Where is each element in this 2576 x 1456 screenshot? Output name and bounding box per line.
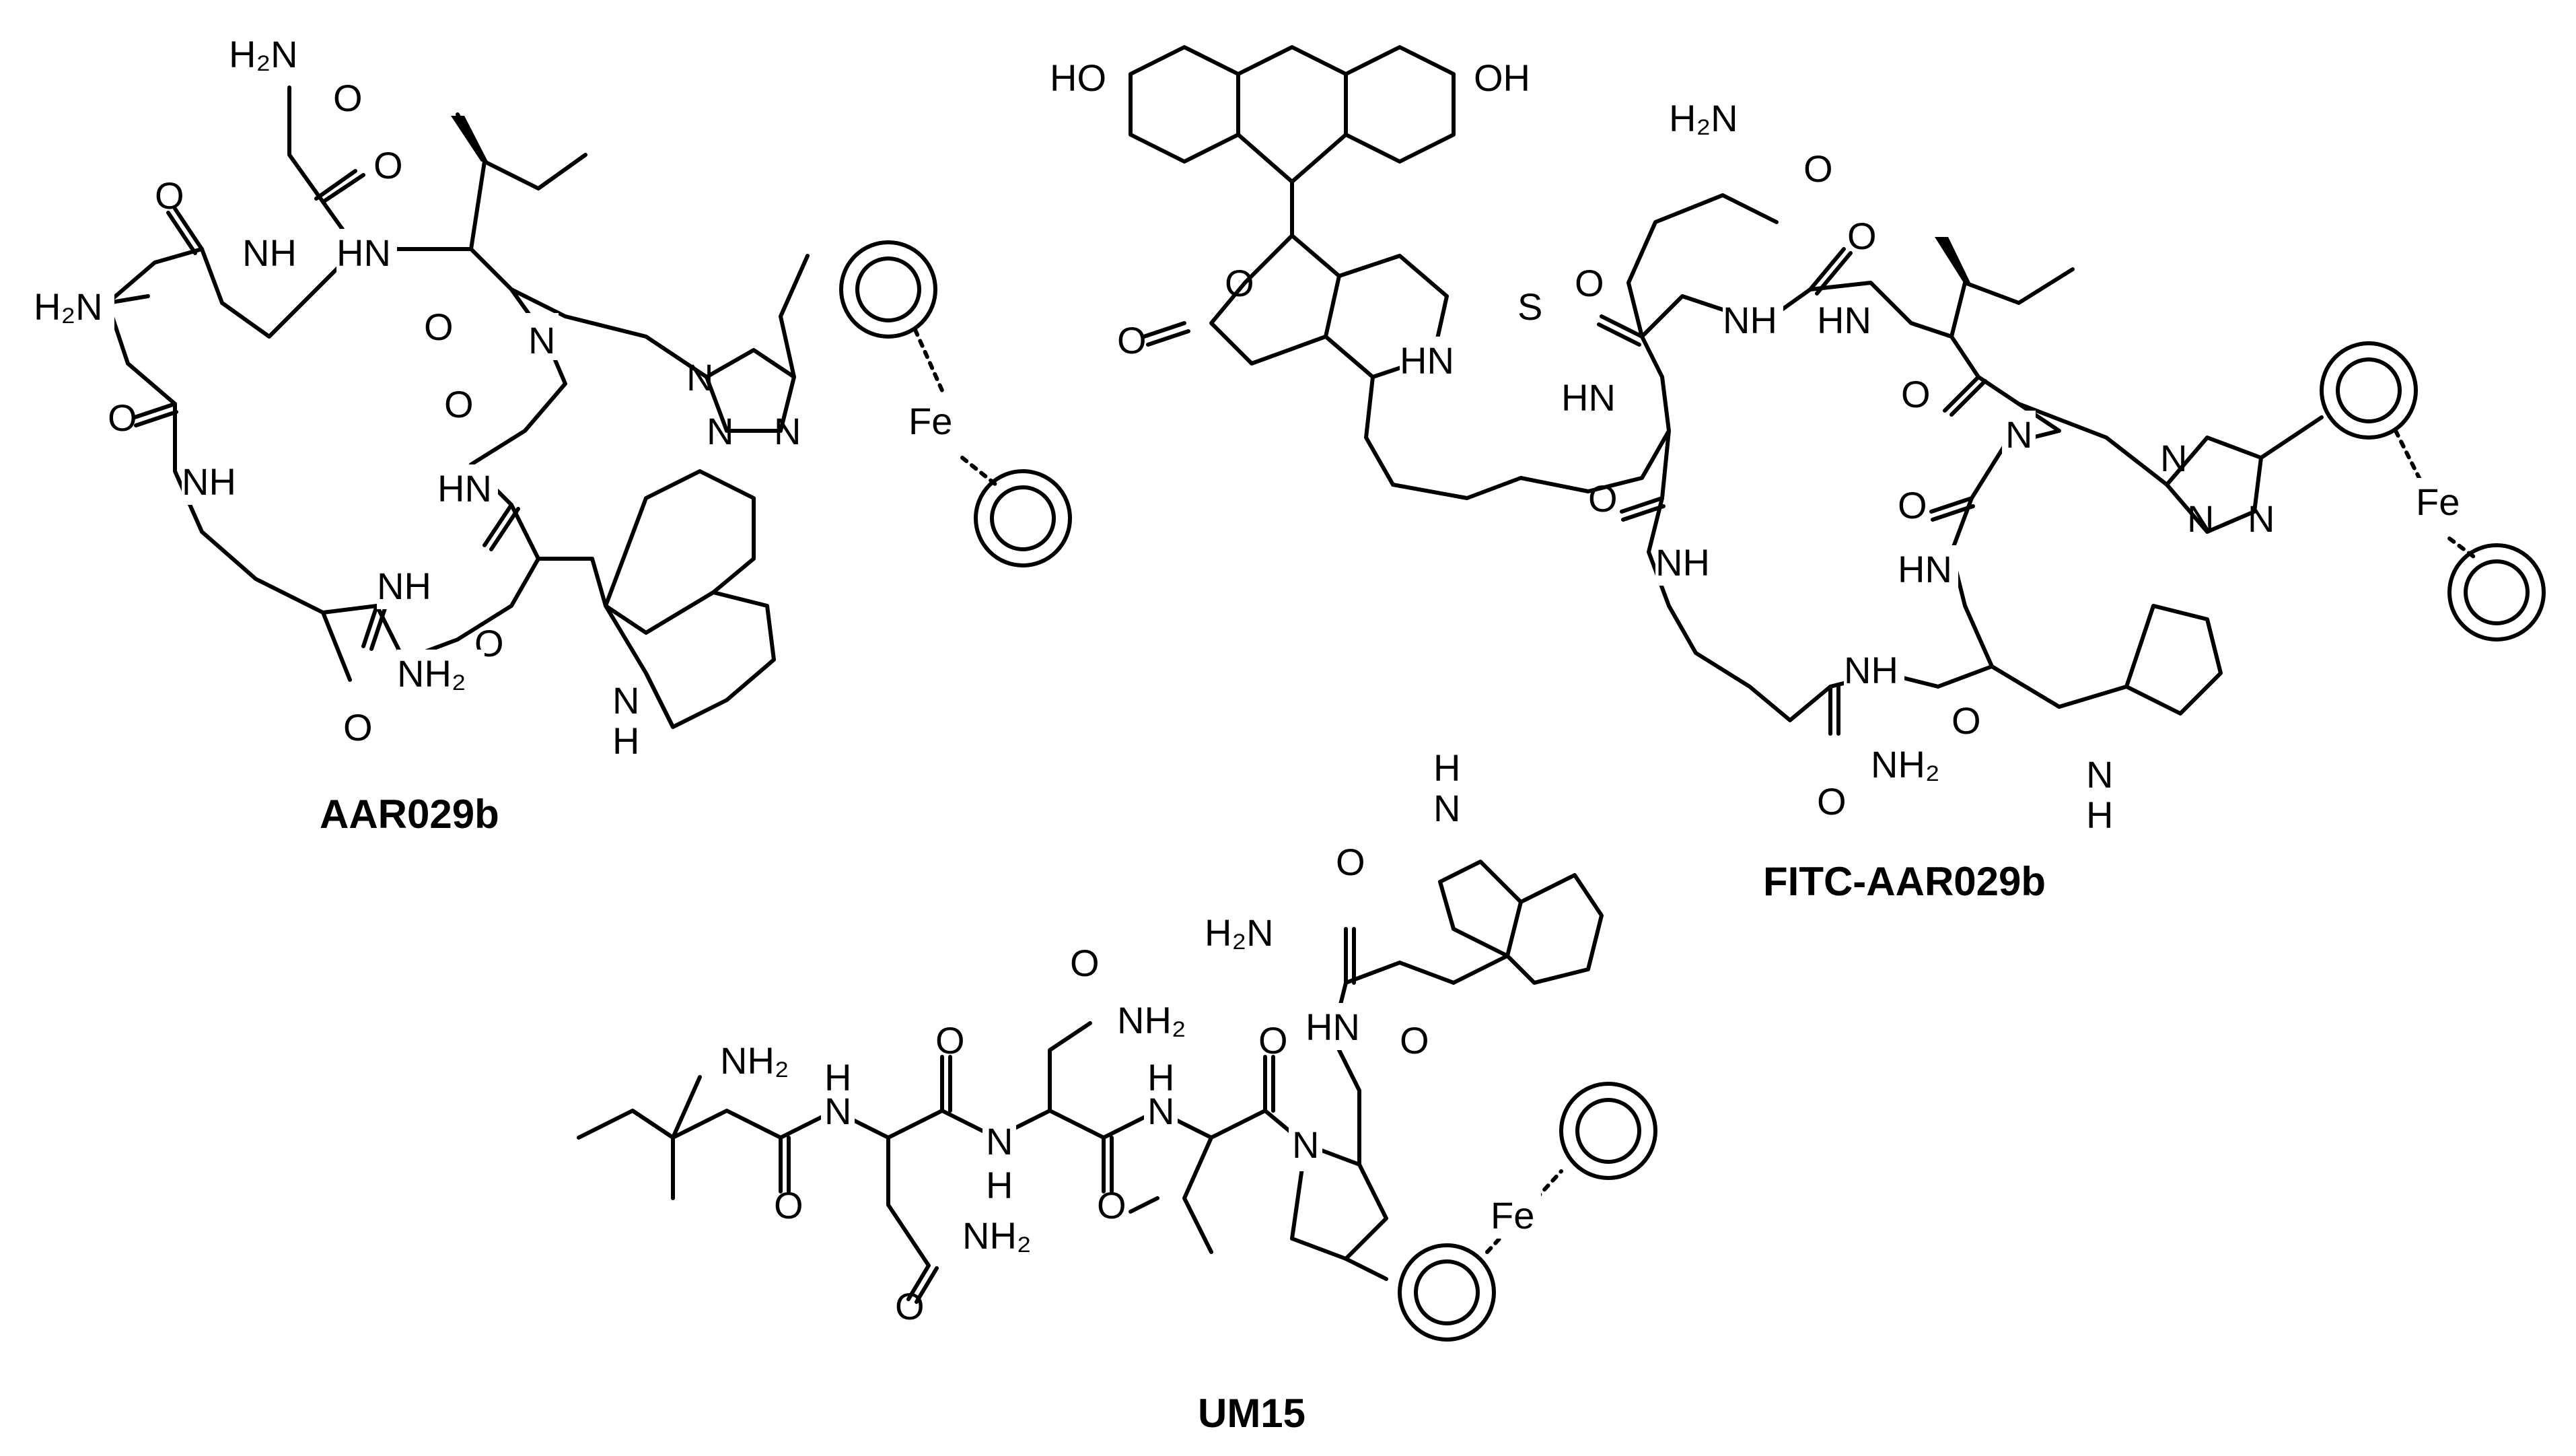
atom-label: O bbox=[1117, 319, 1147, 361]
atom-label: NH₂ bbox=[1117, 999, 1186, 1041]
atom-label: NH bbox=[182, 460, 236, 503]
atom-label: NH₂ bbox=[397, 652, 466, 695]
atom-label: NH bbox=[1844, 649, 1898, 691]
atom-label: N bbox=[2248, 497, 2275, 540]
wedge-bond bbox=[1935, 237, 1970, 283]
atom-label: H bbox=[612, 720, 639, 762]
atom-label: N bbox=[2160, 437, 2187, 479]
atom-label: H₂N bbox=[1669, 97, 1738, 139]
atom-label: O bbox=[1803, 147, 1833, 190]
atom-label: Fe bbox=[1491, 1194, 1534, 1237]
atom-label: N bbox=[1433, 787, 1460, 829]
atom-label: NH bbox=[1723, 299, 1777, 341]
atom-label: O bbox=[935, 1019, 965, 1062]
atom-label: O bbox=[1817, 780, 1847, 823]
atom-label: S bbox=[1517, 285, 1542, 328]
atom-label: N bbox=[707, 410, 734, 452]
atom-label: O bbox=[424, 306, 454, 348]
atom-label: NH bbox=[1655, 541, 1710, 584]
structure-fitc-aar029b: HO OH H₂N O O O S O O NH HN HN O HN N N … bbox=[1050, 45, 2546, 904]
atom-label: HN bbox=[336, 232, 391, 274]
atom-label: H₂N bbox=[34, 285, 103, 328]
atom-label: O bbox=[1575, 262, 1604, 304]
atom-label: N bbox=[528, 319, 555, 361]
atom-label: O bbox=[1952, 699, 1981, 742]
atom-label: N bbox=[2187, 497, 2214, 540]
atom-label: O bbox=[895, 1285, 925, 1327]
atom-label: OH bbox=[1474, 57, 1530, 99]
atom-label: HN bbox=[1898, 548, 1952, 590]
atom-label: H bbox=[2086, 794, 2113, 836]
atom-label: O bbox=[774, 1184, 803, 1226]
atom-label: H₂N bbox=[229, 33, 298, 75]
atom-label: N bbox=[2005, 413, 2032, 456]
structure-um15: NH₂ O NH₂ O O N H N H N H N O O NH₂ O H₂… bbox=[577, 747, 1657, 1436]
atom-label: N bbox=[612, 679, 639, 722]
atom-label: NH₂ bbox=[1871, 743, 1940, 786]
atom-label: O bbox=[1588, 477, 1618, 520]
compound-caption: FITC-AAR029b bbox=[1763, 859, 2046, 904]
atom-label: O bbox=[1400, 1019, 1429, 1062]
atom-label: H bbox=[824, 1056, 851, 1099]
atom-label: HN bbox=[1817, 299, 1871, 341]
atom-label: O bbox=[444, 383, 474, 425]
atom-label: O bbox=[1901, 373, 1931, 415]
atom-label: O bbox=[333, 77, 363, 119]
atom-label: HO bbox=[1050, 57, 1106, 99]
atom-label: O bbox=[1258, 1019, 1288, 1062]
atom-label: N bbox=[774, 410, 801, 452]
atom-label: NH₂ bbox=[962, 1214, 1032, 1257]
compound-caption: UM15 bbox=[1198, 1391, 1305, 1436]
atom-label: O bbox=[1225, 262, 1254, 304]
atom-label: O bbox=[343, 706, 373, 749]
atom-label: NH₂ bbox=[720, 1039, 789, 1082]
structure-aar029b: H₂N O O O NH HN H₂N O N N N N O O Fe NH … bbox=[27, 27, 1072, 837]
atom-label: N bbox=[986, 1120, 1013, 1163]
atom-label: O bbox=[1097, 1184, 1126, 1226]
atom-label: Fe bbox=[2416, 481, 2460, 523]
atom-label: O bbox=[373, 144, 403, 186]
atom-label: N bbox=[1147, 1090, 1174, 1132]
atom-label: N bbox=[824, 1090, 851, 1132]
atom-label: O bbox=[1070, 942, 1100, 984]
atom-label: HN bbox=[1305, 1006, 1360, 1048]
atom-label: O bbox=[1898, 484, 1927, 526]
wedge-bond bbox=[451, 116, 488, 162]
atom-label: O bbox=[108, 396, 137, 439]
atom-label: NH bbox=[377, 565, 431, 607]
atom-label: H bbox=[1147, 1056, 1174, 1099]
atom-label: H bbox=[986, 1164, 1013, 1206]
atom-label: O bbox=[1336, 841, 1365, 883]
atom-label: HN bbox=[437, 467, 492, 510]
atom-label: H₂N bbox=[1205, 911, 1274, 954]
atom-label: Fe bbox=[908, 400, 952, 442]
atom-label: N bbox=[686, 356, 713, 398]
atom-label: O bbox=[1847, 215, 1877, 257]
atom-label: HN bbox=[1400, 339, 1454, 382]
atom-label: N bbox=[1292, 1123, 1319, 1166]
atom-label: N bbox=[2086, 753, 2113, 796]
atom-label: O bbox=[155, 174, 184, 217]
compound-caption: AAR029b bbox=[320, 792, 499, 837]
atom-label: NH bbox=[242, 232, 297, 274]
atom-label: HN bbox=[1561, 376, 1616, 419]
atom-label: H bbox=[1433, 747, 1460, 789]
